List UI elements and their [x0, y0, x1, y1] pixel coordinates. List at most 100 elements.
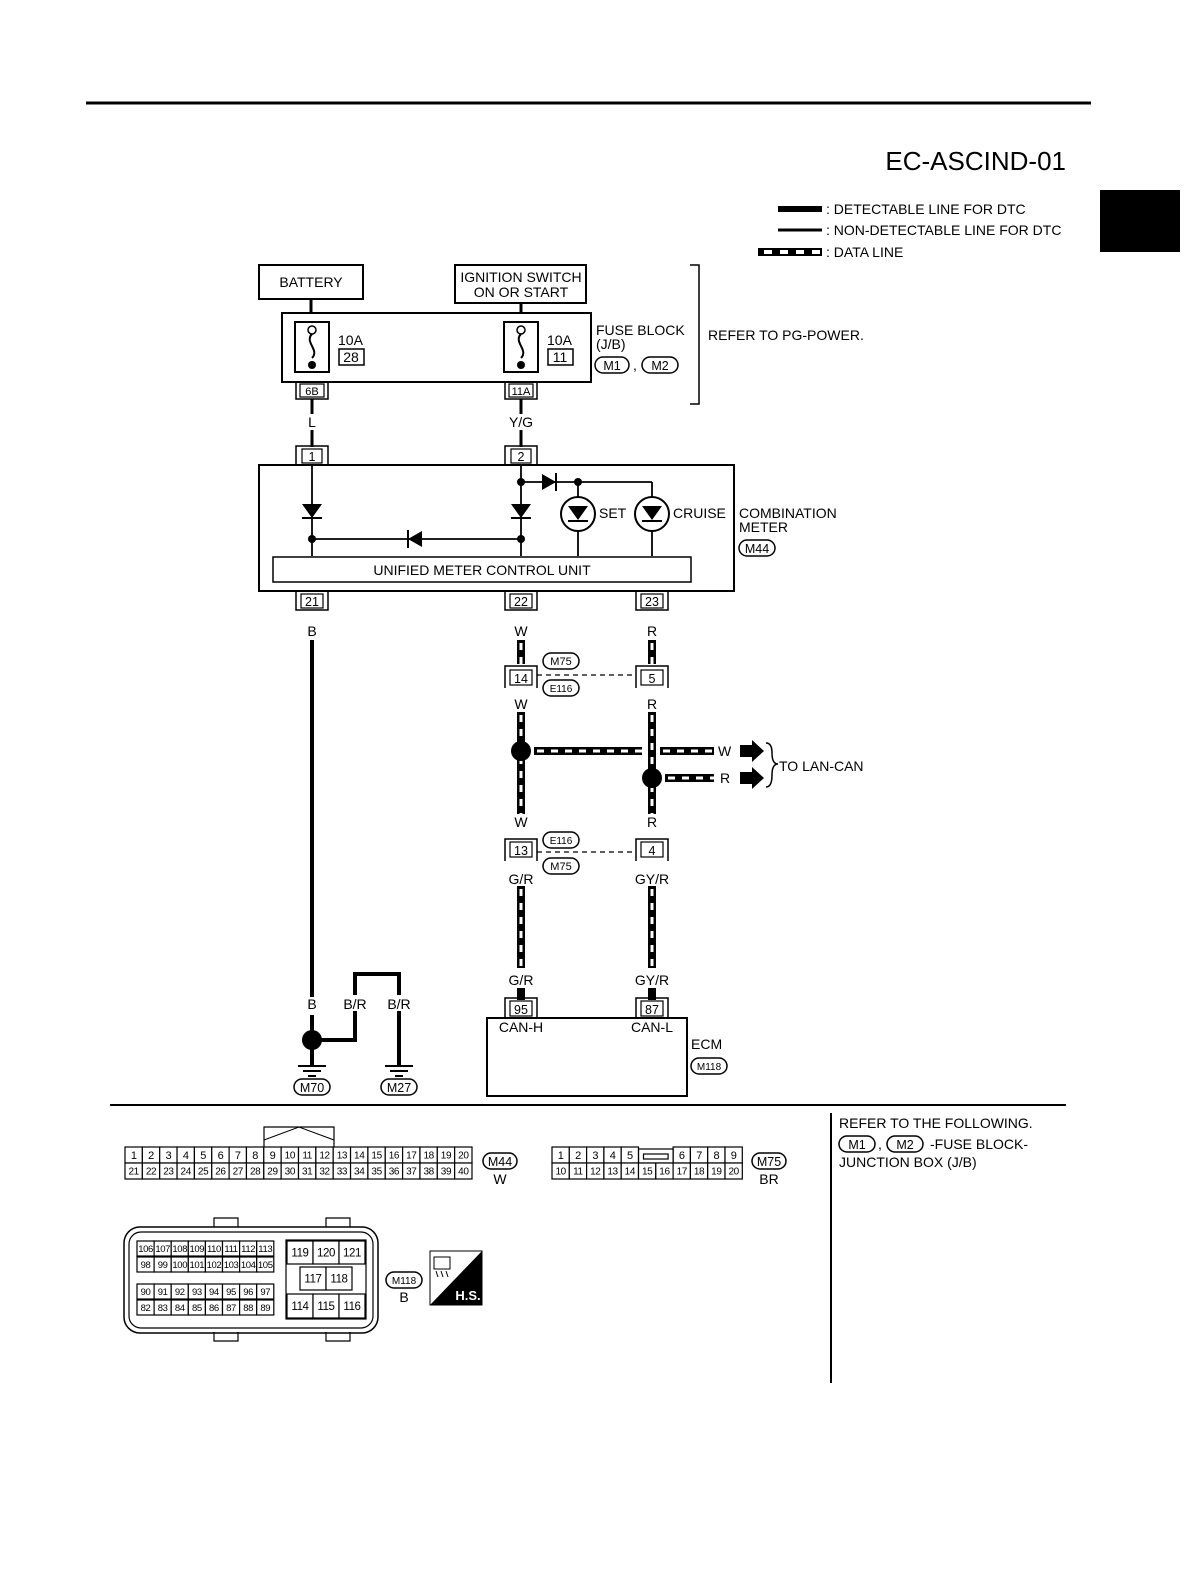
svg-text:: DETECTABLE LINE FOR DTC: : DETECTABLE LINE FOR DTC: [826, 201, 1026, 217]
svg-text:FUSE BLOCK: FUSE BLOCK: [596, 322, 685, 338]
svg-text:Y/G: Y/G: [509, 414, 533, 430]
svg-text:B: B: [307, 996, 316, 1012]
pin-cell: 4: [603, 1146, 622, 1164]
svg-text:4: 4: [183, 1150, 189, 1162]
svg-text:3: 3: [166, 1150, 172, 1162]
svg-text:40: 40: [458, 1167, 469, 1178]
svg-text:M118: M118: [392, 1276, 417, 1287]
svg-text:H.S.: H.S.: [455, 1288, 480, 1303]
svg-text:10A: 10A: [338, 332, 364, 348]
svg-text:UNIFIED METER CONTROL UNIT: UNIFIED METER CONTROL UNIT: [373, 562, 591, 578]
svg-text:5: 5: [649, 672, 656, 686]
svg-text:93: 93: [192, 1287, 202, 1298]
pin-cell: 106: [136, 1240, 155, 1257]
svg-text:B: B: [399, 1289, 408, 1305]
pin-cell: 30: [280, 1162, 300, 1180]
svg-text:9: 9: [731, 1150, 737, 1162]
harness-side-icon: H.S.: [429, 1250, 483, 1306]
pin-cell: 13: [603, 1162, 622, 1180]
svg-text:1: 1: [558, 1150, 564, 1162]
svg-text:89: 89: [260, 1303, 270, 1314]
svg-text:15: 15: [371, 1151, 382, 1162]
svg-text:: DATA LINE: : DATA LINE: [826, 244, 903, 260]
svg-text:102: 102: [207, 1260, 222, 1271]
svg-text:ECM: ECM: [691, 1036, 722, 1052]
svg-text:14: 14: [514, 672, 528, 686]
svg-text:22: 22: [146, 1167, 157, 1178]
pin-cell: 18: [689, 1162, 709, 1180]
pin-cell: 110: [204, 1240, 224, 1257]
pin-cell: 8: [245, 1146, 265, 1164]
svg-text:COMBINATION: COMBINATION: [739, 505, 837, 521]
svg-text:26: 26: [215, 1167, 226, 1178]
pin-cell: 87: [221, 1299, 241, 1316]
svg-text:R: R: [647, 623, 657, 639]
section-tab: [1100, 190, 1180, 252]
pin-cell: 94: [204, 1283, 224, 1300]
svg-text:M2: M2: [896, 1138, 913, 1152]
svg-text:97: 97: [260, 1287, 270, 1298]
pin-cell: 118: [325, 1266, 353, 1291]
svg-text:85: 85: [192, 1303, 202, 1314]
terminal-6b: 6B: [295, 382, 329, 400]
svg-text:121: 121: [343, 1248, 361, 1260]
pin-cell: 104: [239, 1256, 258, 1273]
pin-cell: 2: [568, 1146, 588, 1164]
svg-text:11: 11: [553, 349, 568, 365]
pin-cell: 11: [297, 1146, 317, 1164]
svg-text:METER: METER: [739, 519, 788, 535]
svg-text:5: 5: [627, 1150, 633, 1162]
svg-text:JUNCTION BOX (J/B): JUNCTION BOX (J/B): [839, 1154, 977, 1170]
svg-text:11: 11: [302, 1151, 312, 1162]
ground-splice: [302, 1030, 322, 1050]
svg-text:95: 95: [514, 1003, 528, 1017]
svg-text:R: R: [647, 696, 657, 712]
svg-text:W: W: [514, 814, 528, 830]
svg-text:110: 110: [207, 1244, 221, 1255]
svg-text:28: 28: [250, 1167, 261, 1178]
svg-text:M70: M70: [300, 1081, 324, 1095]
pin-cell: 27: [228, 1162, 248, 1180]
terminal-11a: 11A: [504, 382, 538, 400]
svg-text:M75: M75: [550, 861, 571, 873]
svg-text:21: 21: [129, 1167, 140, 1178]
svg-text:SET: SET: [599, 505, 627, 521]
pin-cell: 36: [384, 1162, 404, 1180]
pin-cell: 2: [141, 1146, 161, 1164]
pin-cell: 33: [332, 1162, 352, 1180]
svg-text:2: 2: [518, 450, 525, 464]
svg-text:95: 95: [226, 1287, 236, 1298]
ecm-box: [486, 1017, 688, 1097]
svg-text:,: ,: [878, 1136, 882, 1152]
svg-text:M27: M27: [387, 1081, 411, 1095]
ground-m27-icon: [385, 1065, 413, 1077]
pin-cell: 31: [297, 1162, 317, 1180]
pin-cell: 7: [689, 1146, 709, 1164]
svg-text:109: 109: [190, 1244, 205, 1255]
pin-cell: 1: [124, 1146, 143, 1164]
svg-text:39: 39: [441, 1167, 452, 1178]
svg-text:: NON-DETECTABLE LINE FOR DTC: : NON-DETECTABLE LINE FOR DTC: [826, 222, 1061, 238]
pin-cell: 22: [141, 1162, 161, 1180]
joint-pin-13: 13: [504, 838, 538, 861]
pin-cell: 119: [286, 1240, 314, 1265]
svg-text:L: L: [308, 414, 316, 430]
pin-cell: 109: [187, 1240, 207, 1257]
svg-text:W: W: [493, 1171, 507, 1187]
svg-text:REFER TO PG-POWER.: REFER TO PG-POWER.: [708, 327, 864, 343]
meter-pin-23: 23: [635, 591, 669, 611]
svg-text:31: 31: [302, 1167, 313, 1178]
svg-text:13: 13: [607, 1167, 618, 1178]
svg-text:111: 111: [224, 1244, 237, 1255]
set-indicator-lamp: [560, 496, 596, 532]
pin-cell: 98: [136, 1256, 155, 1273]
pin-cell: 16: [384, 1146, 404, 1164]
pin-cell: 3: [159, 1146, 178, 1164]
svg-text:108: 108: [172, 1244, 187, 1255]
pin-cell: 17: [672, 1162, 691, 1180]
pin-cell: 19: [436, 1146, 456, 1164]
svg-text:25: 25: [198, 1167, 209, 1178]
pin-cell: 107: [153, 1240, 172, 1257]
svg-text:TO LAN-CAN: TO LAN-CAN: [779, 758, 864, 774]
